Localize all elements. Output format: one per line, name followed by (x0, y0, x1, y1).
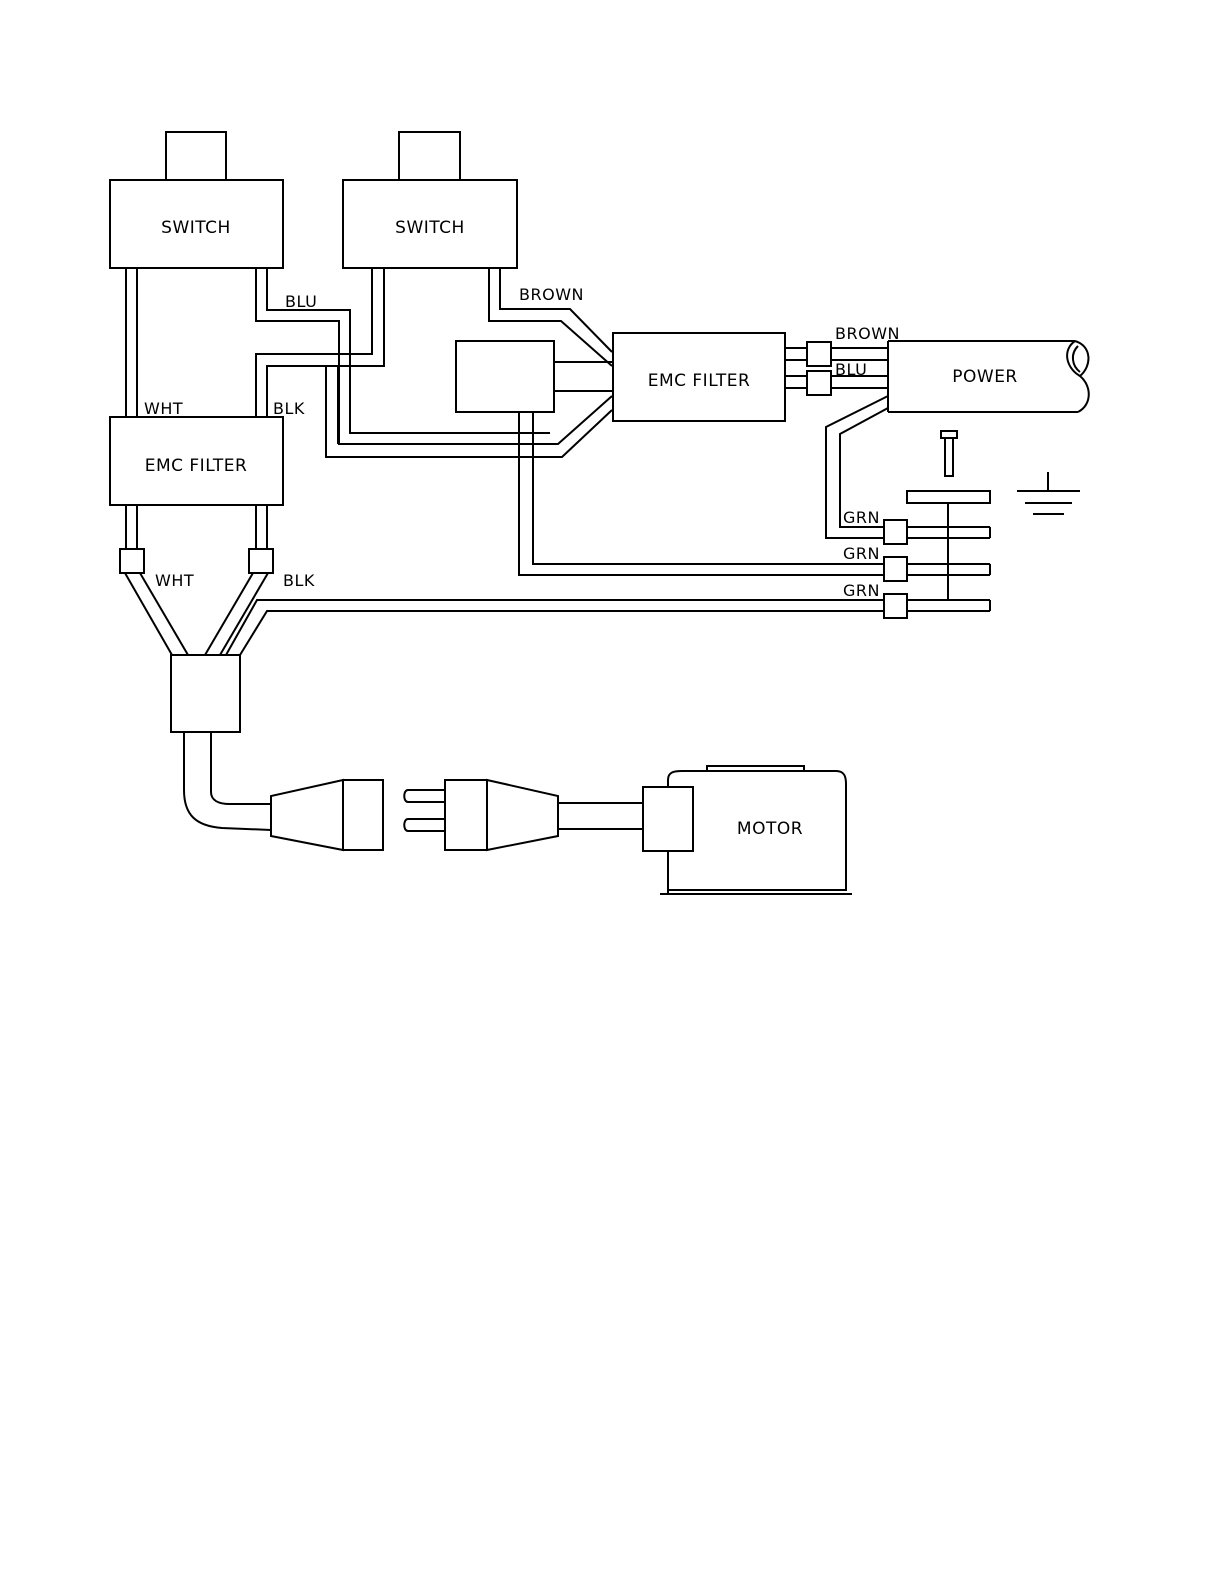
label-blk-lower: BLK (283, 571, 315, 590)
label-wht-lower: WHT (155, 571, 194, 590)
wires-lower (120, 505, 884, 655)
emc-filter-left: EMC FILTER (110, 417, 283, 505)
power-label: POWER (952, 367, 1018, 387)
label-brown-top: BROWN (519, 285, 584, 304)
cord (184, 732, 271, 830)
socket-connector (271, 780, 383, 850)
label-grn-2: GRN (843, 544, 880, 563)
label-grn-3: GRN (843, 581, 880, 600)
ground-symbol-icon (1017, 472, 1080, 514)
emc-filter-right-label: EMC FILTER (648, 371, 751, 391)
switch-right: SWITCH (343, 132, 517, 268)
label-wht-upper: WHT (144, 399, 183, 418)
emc-filter-left-label: EMC FILTER (145, 456, 248, 476)
cord-junction (171, 655, 240, 732)
grn-junction-wire (519, 412, 884, 575)
motor-label: MOTOR (737, 819, 803, 839)
label-grn-1: GRN (843, 508, 880, 527)
motor: MOTOR (643, 766, 852, 894)
label-blu-top: BLU (285, 292, 317, 311)
emc-filter-right: EMC FILTER (613, 333, 785, 421)
switch-right-label: SWITCH (395, 218, 465, 238)
label-blu-power: BLU (835, 360, 867, 379)
junction-box (456, 341, 554, 412)
power-cable: POWER (888, 341, 1089, 412)
label-blk-upper: BLK (273, 399, 305, 418)
switch-left: SWITCH (110, 132, 283, 268)
ground-bus (884, 431, 990, 618)
switch-left-label: SWITCH (161, 218, 231, 238)
plug-connector (404, 780, 643, 850)
label-brown-power: BROWN (835, 324, 900, 343)
